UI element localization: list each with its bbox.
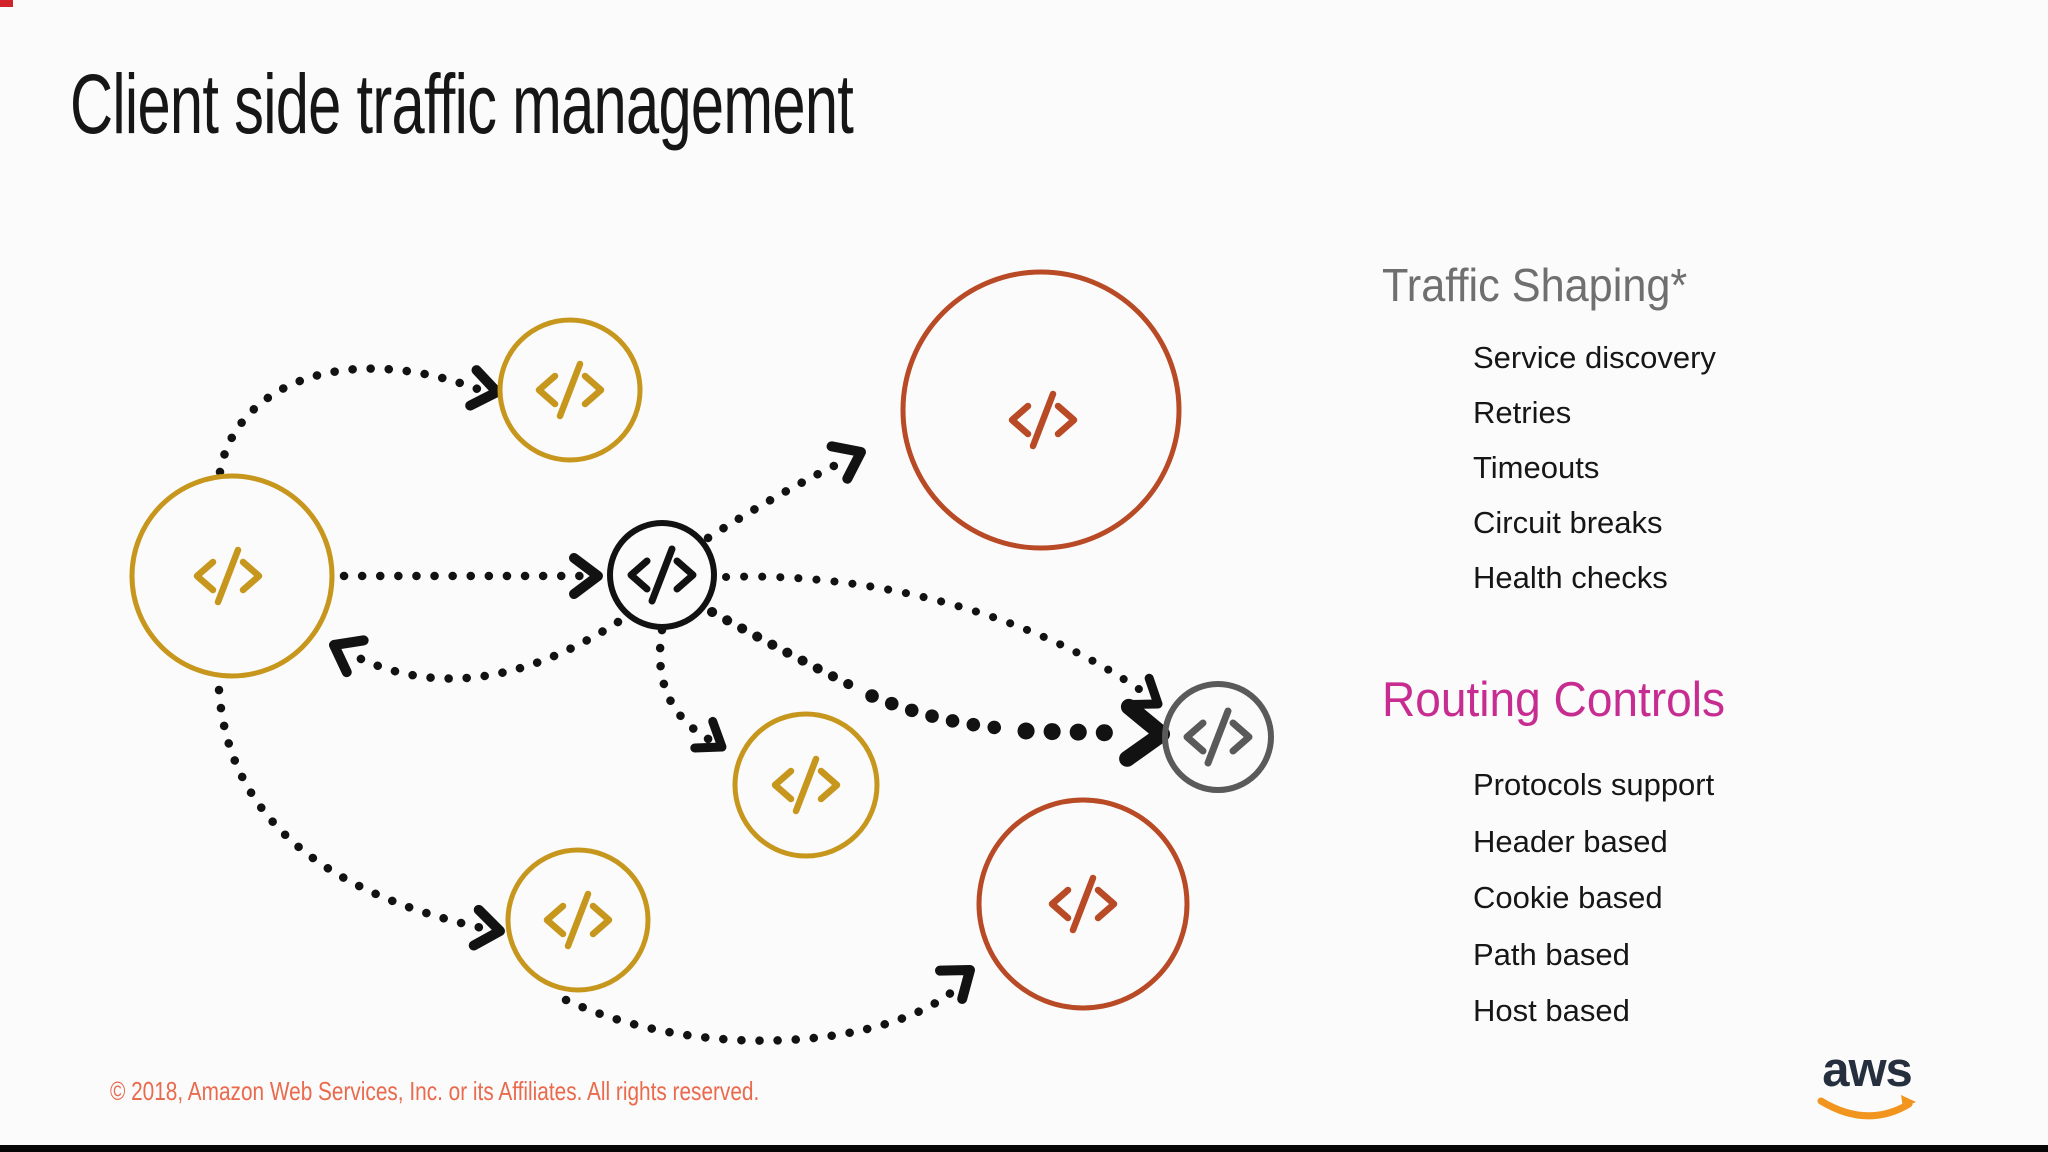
- screen-corner-artifact: [0, 0, 13, 7]
- node-service-gray-right: [1162, 681, 1274, 793]
- routing-controls-heading: Routing Controls: [1382, 673, 1726, 727]
- arrowhead: [935, 965, 975, 1004]
- list-item: Host based: [1473, 993, 1630, 1028]
- code-icon: [1008, 390, 1078, 450]
- code-icon: [771, 755, 841, 815]
- arrowhead: [826, 441, 866, 484]
- edge-center-to-middle-dotted: [655, 625, 715, 745]
- aws-smile-icon: [1817, 1095, 1916, 1120]
- arrowhead: [569, 553, 603, 599]
- edge-center-to-gray-thin-dotted: [722, 572, 1150, 698]
- list-item: Protocols support: [1473, 767, 1715, 802]
- edge-left-to-top-dotted: [215, 364, 488, 477]
- node-service-bottom-right: [976, 797, 1190, 1011]
- code-icon: [1048, 874, 1118, 934]
- list-item: Cookie based: [1473, 880, 1663, 915]
- list-item: Header based: [1473, 823, 1668, 859]
- node-service-bottom-left: [505, 847, 651, 993]
- traffic-shaping-list: Service discovery Retries Timeouts Circu…: [1473, 330, 1716, 605]
- arrowhead: [690, 716, 727, 753]
- routing-controls-list: Protocols support Header based Cookie ba…: [1473, 757, 1714, 1040]
- node-service-middle: [732, 711, 880, 859]
- node-service-center-hub: [607, 520, 717, 630]
- list-item: Health checks: [1473, 560, 1668, 595]
- code-icon: [627, 545, 697, 605]
- arrowhead: [329, 635, 369, 678]
- list-item: Retries: [1473, 395, 1572, 430]
- edge-left-to-bottomleft-dotted: [214, 685, 487, 933]
- code-icon: [1183, 707, 1253, 767]
- letterbox-bar: [0, 1145, 2048, 1152]
- edge-center-to-gray-bold-seg3: [1017, 722, 1127, 742]
- arrowhead: [468, 904, 505, 951]
- arrowhead-bold: [1119, 698, 1170, 767]
- node-service-top: [497, 317, 643, 463]
- edge-bottomleft-to-bottomright-dotted: [561, 987, 957, 1045]
- edge-center-to-gray-bold-seg2: [865, 689, 1007, 735]
- copyright-notice: © 2018, Amazon Web Services, Inc. or its…: [110, 1076, 760, 1106]
- aws-logo: aws: [1812, 1046, 1922, 1132]
- code-icon: [193, 546, 263, 606]
- list-item: Path based: [1473, 936, 1630, 972]
- node-service-large-left: [129, 473, 335, 679]
- edge-center-to-gray-bold-seg1: [707, 607, 865, 695]
- node-service-big-right: [900, 269, 1182, 551]
- arrowhead: [1126, 673, 1163, 709]
- arrowhead: [465, 365, 502, 411]
- edge-center-to-bigred-dotted: [703, 455, 851, 543]
- traffic-shaping-heading: Traffic Shaping*: [1382, 259, 1688, 311]
- code-icon: [543, 890, 613, 950]
- aws-logo-text: aws: [1822, 1043, 1913, 1097]
- list-item: Timeouts: [1473, 450, 1600, 485]
- code-icon: [535, 360, 605, 420]
- page-title: Client side traffic management: [70, 57, 854, 151]
- list-item: Circuit breaks: [1473, 505, 1663, 540]
- list-item: Service discovery: [1473, 340, 1716, 375]
- edge-center-to-left-return-dotted: [340, 617, 623, 683]
